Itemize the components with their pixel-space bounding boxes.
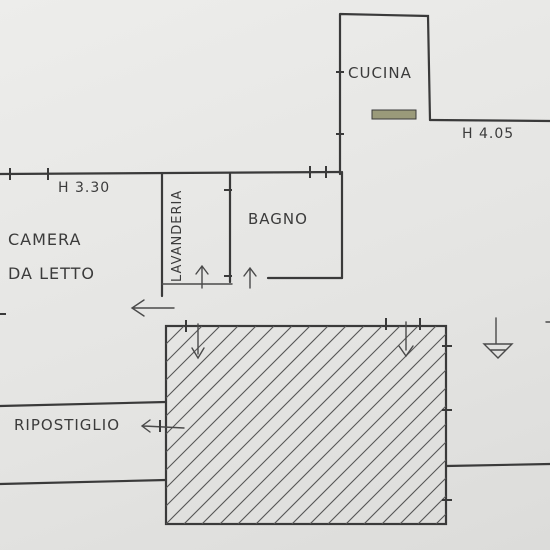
radiator bbox=[371, 109, 417, 120]
hatch-line bbox=[399, 477, 446, 524]
room-label-lavanderia: LAVANDERIA bbox=[170, 189, 185, 282]
arrow-up-icon bbox=[195, 264, 209, 289]
hatch-line bbox=[166, 326, 257, 417]
hatch-line bbox=[166, 326, 221, 381]
hatch-line bbox=[166, 326, 239, 399]
room-label-ripostiglio: RIPOSTIGLIO bbox=[14, 416, 121, 434]
hatch-line bbox=[327, 405, 446, 524]
hatch-line bbox=[454, 326, 550, 524]
hatch-line bbox=[166, 326, 311, 471]
room-label-cucina: CUCINA bbox=[348, 64, 412, 82]
hatch-lines bbox=[166, 326, 550, 524]
hatch-line bbox=[166, 326, 275, 435]
hatch-line bbox=[166, 326, 329, 489]
room-label-camera-line1: CAMERA bbox=[8, 230, 82, 249]
hatch-line bbox=[166, 326, 365, 524]
hatch-line bbox=[381, 459, 446, 524]
height-label-right: H 4.05 bbox=[462, 126, 515, 142]
room-label-camera-line2: DA LETTO bbox=[8, 264, 95, 283]
hatch-line bbox=[183, 326, 383, 524]
kitchen-right-wall bbox=[428, 118, 550, 123]
level-marker-icon bbox=[482, 317, 514, 359]
ripostiglio-top-wall bbox=[0, 400, 168, 408]
hatch-line bbox=[237, 326, 437, 524]
hatch-line bbox=[435, 513, 446, 524]
arrow-down-icon bbox=[398, 321, 414, 358]
hatch-line bbox=[273, 351, 446, 524]
upper-wall bbox=[0, 170, 342, 176]
hatch-line bbox=[219, 326, 419, 524]
hatch-line bbox=[201, 326, 401, 524]
arrow-right-icon bbox=[140, 419, 185, 433]
hatch-line bbox=[166, 326, 203, 363]
hatch-line bbox=[309, 387, 446, 524]
hatch-line bbox=[166, 326, 293, 453]
arrow-left-icon bbox=[130, 299, 175, 317]
hatch-line bbox=[363, 441, 446, 524]
arrow-up-icon bbox=[243, 266, 257, 289]
right-lower-wall bbox=[444, 462, 550, 468]
height-label-left: H 3.30 bbox=[58, 180, 111, 196]
hatch-line bbox=[291, 369, 446, 524]
hatch-line bbox=[345, 423, 446, 524]
ripostiglio-bottom-wall bbox=[0, 478, 168, 486]
kitchen-walls bbox=[338, 12, 432, 176]
hatch-line bbox=[166, 326, 347, 507]
room-label-bagno: BAGNO bbox=[248, 210, 308, 228]
hatch-line bbox=[417, 495, 446, 524]
hatched-area bbox=[164, 324, 448, 526]
hatch-line bbox=[255, 333, 446, 524]
arrow-down-icon bbox=[191, 323, 205, 360]
